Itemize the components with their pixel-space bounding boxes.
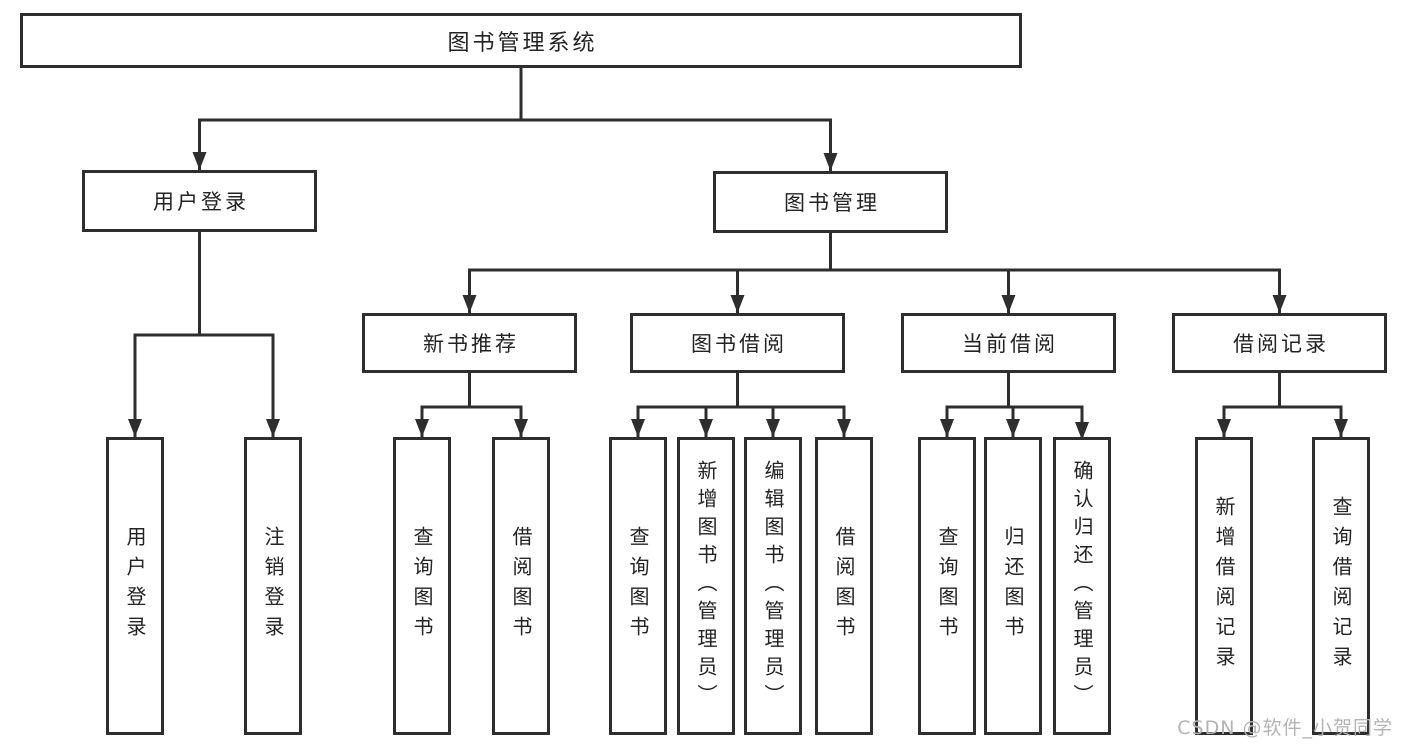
leaf-records-add-borrow-record: 新增借阅记录 — [1195, 437, 1253, 735]
leaf-current-return-books: 归还图书 — [984, 437, 1042, 735]
node-current-borrowing: 当前借阅 — [901, 313, 1116, 373]
node-user-login: 用户登录 — [82, 170, 317, 232]
leaf-logout: 注销登录 — [244, 437, 302, 735]
leaf-current-query-books: 查询图书 — [918, 437, 976, 735]
leaf-borrowing-query-books: 查询图书 — [609, 437, 667, 735]
leaf-recommend-borrow-books: 借阅图书 — [492, 437, 550, 735]
leaf-records-query-borrow-record: 查询借阅记录 — [1312, 437, 1370, 735]
node-borrowing-records: 借阅记录 — [1172, 313, 1387, 373]
node-book-borrowing: 图书借阅 — [630, 313, 845, 373]
leaf-borrowing-edit-books-admin: 编辑图书（管理员） — [744, 437, 802, 735]
leaf-current-confirm-return-admin: 确认归还（管理员） — [1053, 437, 1111, 735]
node-new-book-recommend: 新书推荐 — [362, 313, 577, 373]
csdn-watermark: CSDN @软件_小贺同学 — [1177, 717, 1393, 739]
node-library-management-system: 图书管理系统 — [20, 13, 1022, 68]
leaf-recommend-query-books: 查询图书 — [393, 437, 451, 735]
node-book-management: 图书管理 — [713, 171, 948, 233]
leaf-borrowing-add-books-admin: 新增图书（管理员） — [677, 437, 735, 735]
leaf-user-login: 用户登录 — [106, 437, 164, 735]
leaf-borrowing-borrow-books: 借阅图书 — [815, 437, 873, 735]
